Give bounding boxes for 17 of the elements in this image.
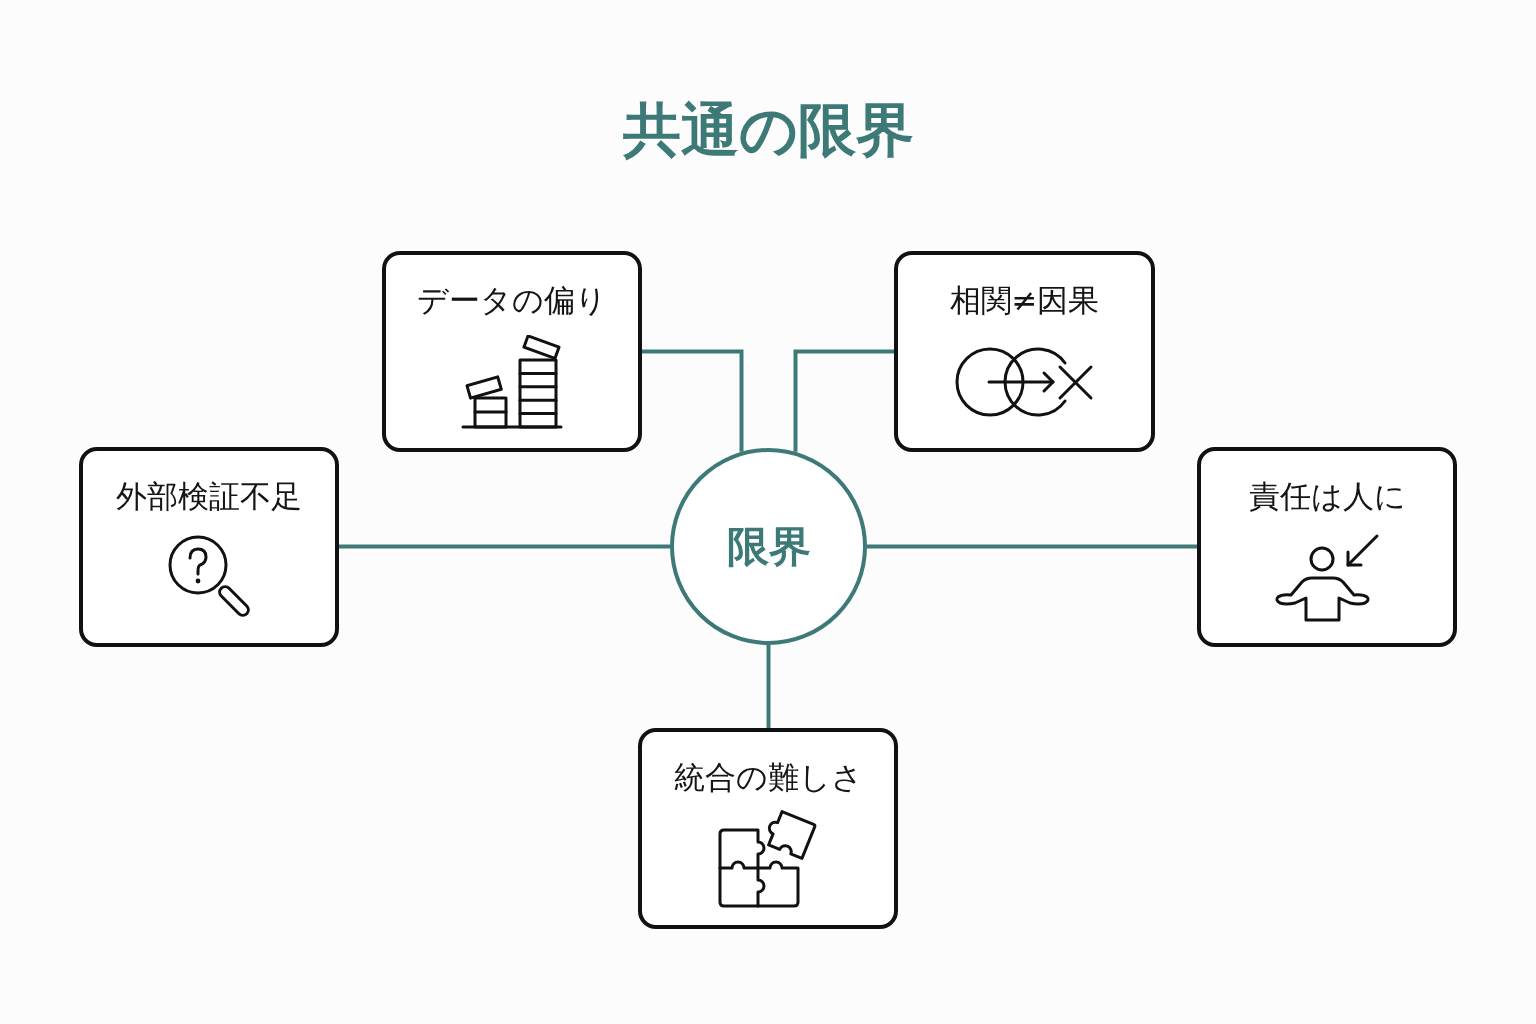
topic-card (894, 251, 1155, 452)
topic-card (1197, 447, 1457, 647)
card-title: 統合の難しさ (673, 758, 863, 797)
topic-card (382, 251, 642, 452)
card-title: データの偏り (417, 281, 607, 320)
connector-line (867, 544, 1197, 549)
connector-line (766, 645, 771, 728)
card-title: 責任は人に (1248, 477, 1406, 516)
card-title: 相関≠因果 (949, 281, 1100, 320)
connector-line (793, 349, 894, 452)
hub-label: 限界 (726, 520, 811, 573)
diagram-title: 共通の限界 (621, 95, 915, 166)
card-title: 外部検証不足 (116, 477, 302, 516)
topic-card (638, 728, 898, 929)
connector-line (642, 349, 744, 452)
connector-line (339, 544, 670, 549)
topic-card (79, 447, 339, 647)
